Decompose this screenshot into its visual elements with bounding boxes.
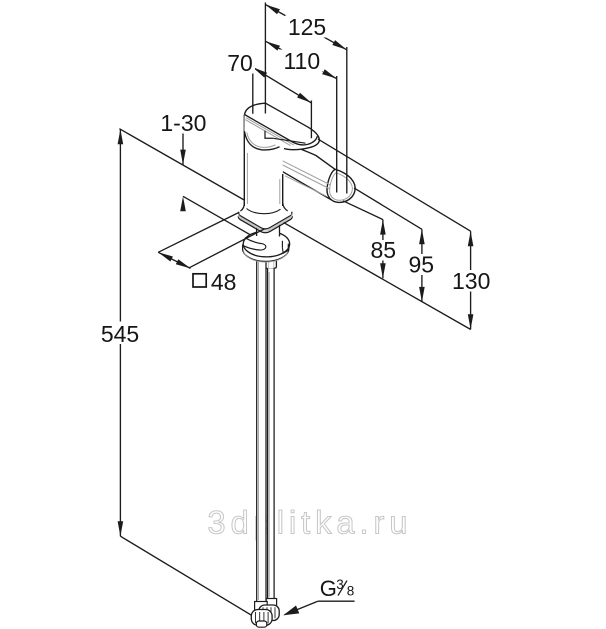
svg-text:48: 48 xyxy=(211,269,237,295)
svg-text:3dplitka.ru: 3dplitka.ru xyxy=(208,505,413,541)
svg-text:G: G xyxy=(320,576,337,601)
svg-text:95: 95 xyxy=(409,252,435,278)
svg-text:110: 110 xyxy=(283,48,320,74)
svg-text:70: 70 xyxy=(227,50,253,76)
svg-text:125: 125 xyxy=(288,14,326,40)
svg-text:545: 545 xyxy=(101,321,139,347)
svg-text:130: 130 xyxy=(452,268,490,294)
svg-text:3: 3 xyxy=(336,577,344,592)
svg-text:1-30: 1-30 xyxy=(160,110,206,136)
svg-text:8: 8 xyxy=(347,584,355,599)
svg-text:85: 85 xyxy=(371,237,397,263)
